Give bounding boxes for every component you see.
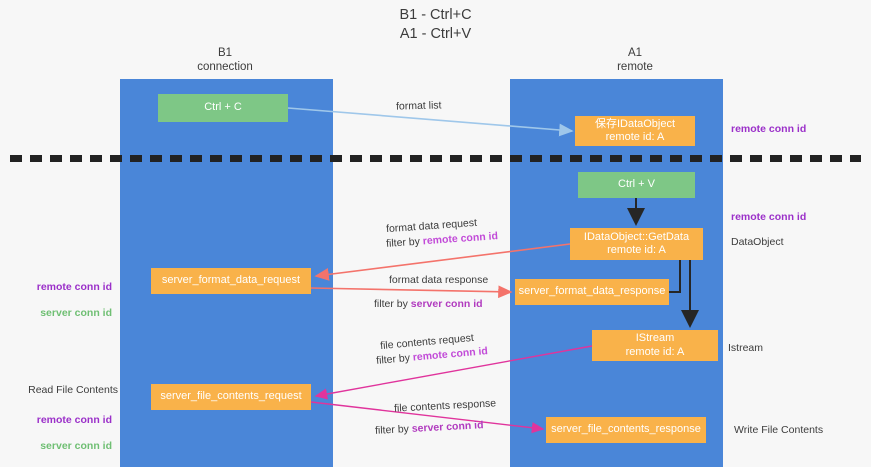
annotation-left-conn-ids-bottom: remote conn id server conn id	[8, 401, 112, 466]
edge-label-file-contents-response: file contents response	[393, 397, 497, 415]
filter-key-server-conn-id: server conn id	[410, 298, 483, 310]
edge-label-format-data-response-filter: filter by server conn id	[374, 297, 483, 311]
annotation-dataobject: DataObject	[731, 236, 784, 248]
filter-prefix: filter by	[374, 422, 413, 437]
annotation-remote-conn-id-top: remote conn id	[731, 123, 807, 135]
annotation-remote-conn-id-mid: remote conn id	[731, 211, 807, 223]
node-server-file-contents-response[interactable]: server_file_contents_response	[546, 417, 706, 443]
filter-key-server-conn-id: server conn id	[411, 419, 484, 435]
diagram-title: B1 - Ctrl+C A1 - Ctrl+V	[399, 7, 472, 42]
filter-prefix: filter by	[385, 235, 424, 250]
column-header-b1: B1 connection	[197, 47, 253, 73]
column-header-a1: A1 remote	[617, 47, 653, 73]
edge-label-format-list: format list	[395, 99, 442, 113]
node-server-file-contents-request[interactable]: server_file_contents_request	[151, 384, 311, 410]
edge-label-file-contents-response-filter: filter by server conn id	[375, 418, 484, 438]
annotation-server-conn-id: server conn id	[40, 307, 112, 319]
filter-key-remote-conn-id: remote conn id	[422, 230, 499, 248]
phase-divider-dashed-line	[10, 155, 861, 162]
annotation-write-file-contents: Write File Contents	[734, 424, 824, 436]
node-idataobject-save[interactable]: 保存IDataObject remote id: A	[575, 116, 695, 146]
node-istream[interactable]: IStream remote id: A	[592, 330, 718, 361]
annotation-read-file-contents: Read File Contents	[28, 384, 118, 396]
node-ctrl-c[interactable]: Ctrl + C	[158, 94, 288, 122]
annotation-remote-conn-id: remote conn id	[36, 281, 112, 293]
annotation-server-conn-id: server conn id	[40, 440, 112, 452]
annotation-left-conn-ids-middle: remote conn id server conn id	[8, 268, 112, 333]
annotation-istream: Istream	[728, 342, 764, 354]
node-server-format-data-response[interactable]: server_format_data_response	[515, 279, 669, 305]
annotation-remote-conn-id: remote conn id	[36, 414, 112, 426]
edge-label-format-data-response: format data response	[389, 274, 489, 286]
node-server-format-data-request[interactable]: server_format_data_request	[151, 268, 311, 294]
filter-prefix: filter by	[374, 298, 411, 310]
node-ctrl-v[interactable]: Ctrl + V	[578, 172, 695, 198]
node-idataobject-getdata[interactable]: IDataObject::GetData remote id: A	[570, 228, 703, 260]
filter-prefix: filter by	[375, 351, 414, 367]
